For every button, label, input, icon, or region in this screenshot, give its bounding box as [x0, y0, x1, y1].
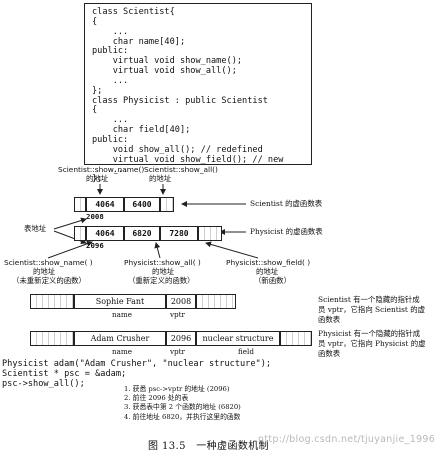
vtable-padding — [74, 226, 86, 241]
vtable1-desc: Scientist 的虚函数表 — [250, 199, 323, 208]
figure-caption: 图 13.5 一种虚函数机制 — [148, 441, 270, 452]
object-vptr-cell: 2008 — [166, 294, 196, 309]
vtable-padding — [198, 226, 222, 241]
vtable2-address: 2096 — [86, 241, 104, 250]
vtable1-label-name-bottom: 的地址 — [86, 174, 109, 183]
code-line: void show_all(); // redefined — [92, 144, 263, 155]
object-field-cell: nuclear structure — [196, 331, 280, 346]
annotation-sci-name: Scientist::show_name( ) — [4, 258, 93, 267]
object2-note-3: 函数表 — [318, 349, 341, 358]
annotation-phys-field-3: （新函数） — [254, 276, 291, 285]
object2-note-2: 员 vptr，它指向 Physicist 的虚 — [318, 339, 426, 348]
vtable-cell: 4064 — [86, 197, 124, 212]
annotation-phys-field-2: 的地址 — [256, 267, 279, 276]
object1-note-2: 员 vptr，它指向 Scientist 的虚 — [318, 305, 425, 314]
vtable-padding — [160, 197, 174, 212]
object-padding — [280, 331, 312, 346]
table-address-label: 表地址 — [24, 224, 47, 233]
steps-list: 1. 获悉 psc->vptr 的地址 (2096) 2. 前往 2096 处的… — [124, 385, 241, 422]
vtable-scientist: 4064 6400 — [74, 197, 186, 212]
code-line: char field[40]; — [92, 125, 191, 136]
watermark-text: nttp://blog.csdn.net/tjuyanjie_1996 — [258, 434, 435, 445]
vtable-padding — [74, 197, 86, 212]
object-padding — [196, 294, 236, 309]
annotation-sci-name-2: 的地址 — [33, 267, 56, 276]
code-line: }; — [92, 85, 103, 96]
object-name-cell: Sophie Fant — [74, 294, 166, 309]
object1-note-3: 函数表 — [318, 315, 341, 324]
code-line: ... — [92, 75, 129, 86]
code-line: virtual void show_field(); // new — [92, 154, 284, 165]
object-vptr-cell: 2096 — [166, 331, 196, 346]
class-code-listing: class Scientist{ { ... char name[40]; pu… — [92, 7, 284, 185]
object-adam: Adam Crusher 2096 nuclear structure — [30, 331, 312, 346]
object-name-cell: Adam Crusher — [74, 331, 166, 346]
vtable1-label-all-top: Scientist::show_all() — [144, 165, 218, 174]
code-line: ... — [92, 164, 129, 175]
vtable-cell: 6400 — [124, 197, 160, 212]
vtable-cell: 7280 — [160, 226, 198, 241]
vtable-cell: 4064 — [86, 226, 124, 241]
annotation-phys-all-2: 的地址 — [152, 267, 175, 276]
object-padding — [30, 294, 74, 309]
vtable2-desc: Physicist 的虚函数表 — [250, 227, 323, 236]
code-line: char name[40]; — [92, 36, 186, 47]
vtable1-address: 2008 — [86, 212, 104, 221]
step-item: 4. 前往地址 6820，并执行这里的函数 — [124, 412, 241, 421]
object-sophie: Sophie Fant 2008 — [30, 294, 236, 309]
usage-code-listing: Physicist adam("Adam Crusher", "nuclear … — [2, 359, 271, 389]
annotation-phys-all: Physicist::show_all( ) — [124, 258, 201, 267]
code-line: psc->show_all(); — [2, 379, 85, 389]
object2-note-1: Physicist 有一个隐藏的指针成 — [318, 329, 421, 338]
vtable-cell: 6820 — [124, 226, 160, 241]
code-line: Scientist * psc = &adam; — [2, 369, 127, 379]
code-line: { — [92, 105, 98, 116]
vtable1-label-all-bottom: 的地址 — [149, 174, 172, 183]
vtable1-label-name-top: Scientist::show_name() — [58, 165, 145, 174]
step-item: 2. 前往 2096 处的表 — [124, 394, 189, 403]
object2-label-field: field — [238, 347, 254, 356]
step-item: 3. 获悉表中第 2 个函数的地址 (6820) — [124, 403, 241, 412]
code-line: class Physicist : public Scientist — [92, 95, 268, 106]
annotation-phys-all-3: （重新定义的函数） — [128, 276, 195, 285]
object1-note-1: Scientist 有一个隐藏的指针成 — [318, 295, 420, 304]
code-line: Physicist adam("Adam Crusher", "nuclear … — [2, 359, 272, 369]
annotation-phys-field: Physicist::show_field( ) — [226, 258, 311, 267]
code-line: class Scientist{ — [92, 7, 175, 17]
code-line: virtual void show_all(); — [92, 66, 237, 77]
code-line: public: — [92, 134, 129, 145]
code-line: ... — [92, 115, 129, 126]
code-line: ... — [92, 26, 129, 37]
annotation-sci-name-3: （未重新定义的函数） — [12, 276, 86, 285]
object1-label-name: name — [112, 310, 132, 319]
code-box — [84, 3, 312, 165]
code-line: }; — [92, 174, 103, 185]
code-line: { — [92, 16, 98, 27]
vtable-physicist: 4064 6820 7280 — [74, 226, 228, 241]
object2-label-vptr: vptr — [170, 347, 185, 356]
object-padding — [30, 331, 74, 346]
object1-label-vptr: vptr — [170, 310, 185, 319]
code-line: virtual void show_name(); — [92, 56, 243, 67]
code-line: public: — [92, 46, 129, 57]
object2-label-name: name — [112, 347, 132, 356]
step-item: 1. 获悉 psc->vptr 的地址 (2096) — [124, 385, 230, 393]
